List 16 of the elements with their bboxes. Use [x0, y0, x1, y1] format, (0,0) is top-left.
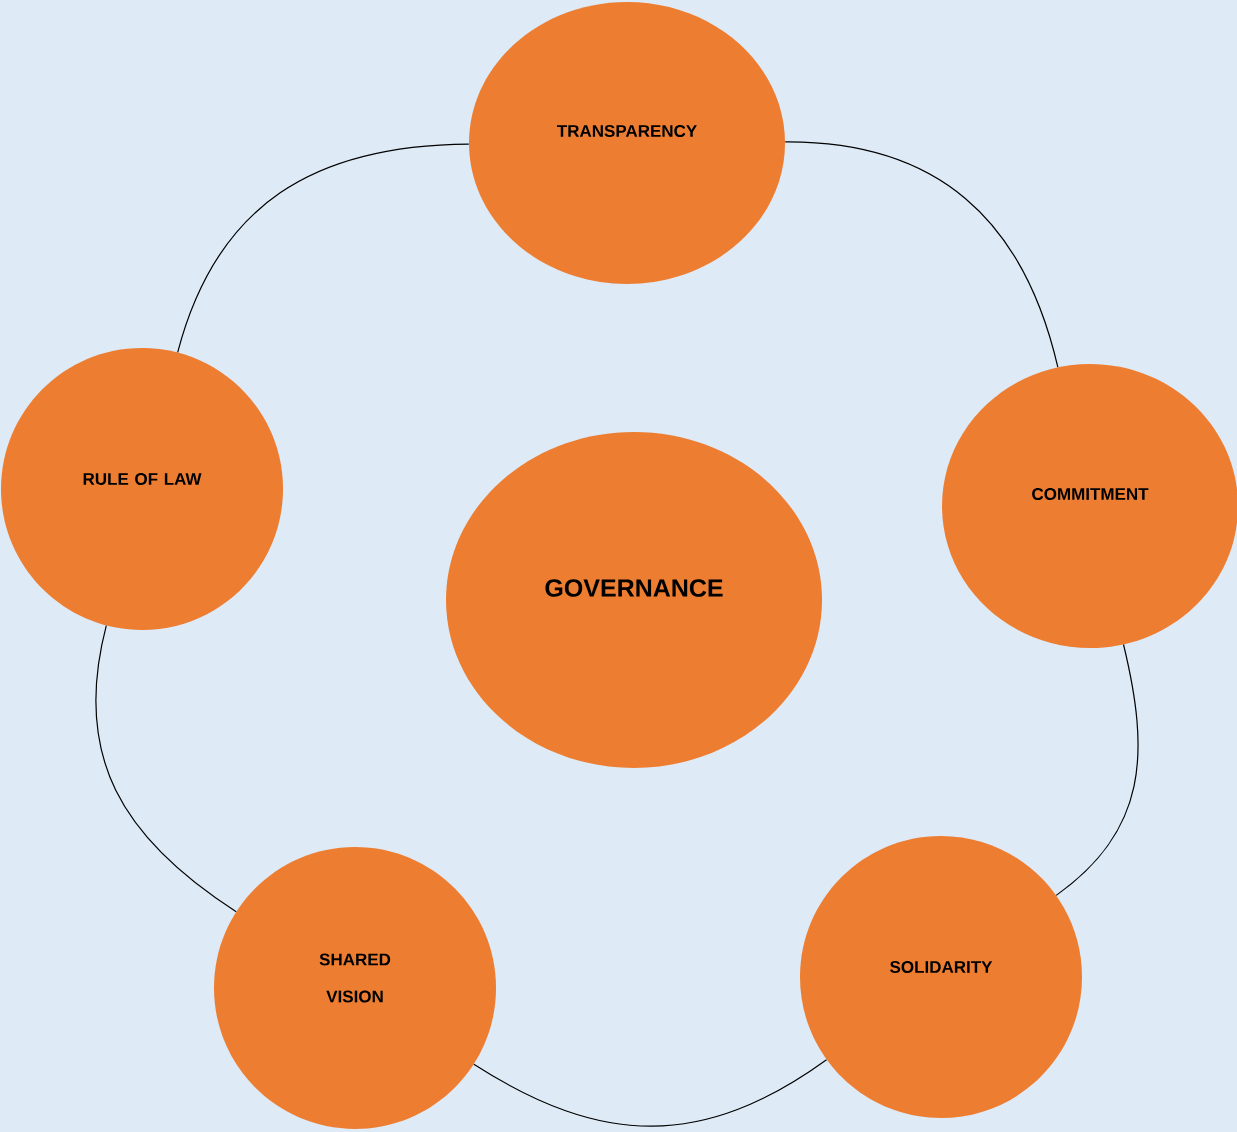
node-label: GOVERNANCE [545, 579, 723, 597]
node-label: COMMITMENT [1032, 487, 1149, 500]
node-label: SHARED VISION [319, 953, 391, 1003]
ring-arc [177, 143, 470, 353]
ring-arc [784, 141, 1059, 368]
node-label: RULE OF LAW [83, 472, 202, 485]
ring-arc [473, 1059, 828, 1127]
node-label: TRANSPARENCY [557, 124, 697, 137]
ring-arc [95, 625, 237, 913]
value-circle [469, 2, 785, 284]
value-circle [1, 348, 283, 630]
center-ellipse [446, 432, 822, 768]
node-label: SOLIDARITY [890, 960, 993, 973]
ring-arc [1055, 643, 1139, 896]
value-circle [800, 836, 1082, 1118]
value-circle [214, 847, 496, 1129]
